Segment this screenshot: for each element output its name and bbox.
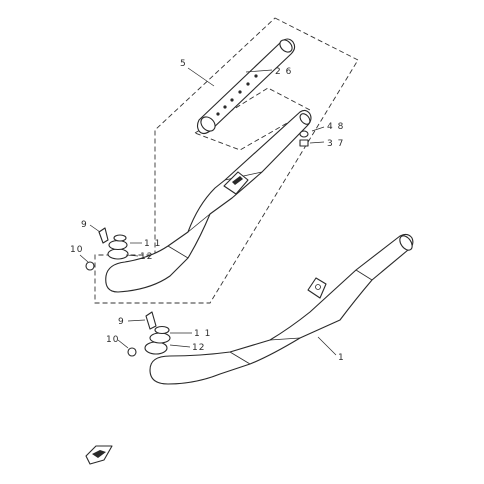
subgroup-outline <box>193 87 311 151</box>
assembly-group-outline <box>94 17 359 304</box>
callout-1: 1 <box>338 353 345 363</box>
leader-lines <box>79 67 337 356</box>
callout-11-upper: 1 1 <box>144 239 161 249</box>
callout-11-lower: 1 1 <box>194 329 211 339</box>
lower-flange <box>127 311 171 357</box>
bottom-fitting <box>85 445 113 465</box>
bolt-parts <box>299 130 309 147</box>
callout-37: 3 7 <box>327 139 344 149</box>
callout-labels: 5 2 6 4 8 3 7 9 1 1 12 10 1 9 1 1 10 12 <box>70 59 345 363</box>
upper-flange <box>85 227 129 271</box>
callout-10-lower: 10 <box>106 335 119 345</box>
upper-muffler <box>105 109 312 293</box>
callout-12-upper: 12 <box>140 252 153 262</box>
callout-9-upper: 9 <box>81 220 88 230</box>
callout-5: 5 <box>180 59 187 69</box>
baffle-tube <box>196 38 296 135</box>
callout-48: 4 8 <box>327 122 344 132</box>
callout-12-lower: 12 <box>192 343 205 353</box>
callout-9-lower: 9 <box>118 317 125 327</box>
lower-muffler <box>149 233 414 385</box>
callout-26: 2 6 <box>275 67 292 77</box>
callout-10-upper: 10 <box>70 245 83 255</box>
